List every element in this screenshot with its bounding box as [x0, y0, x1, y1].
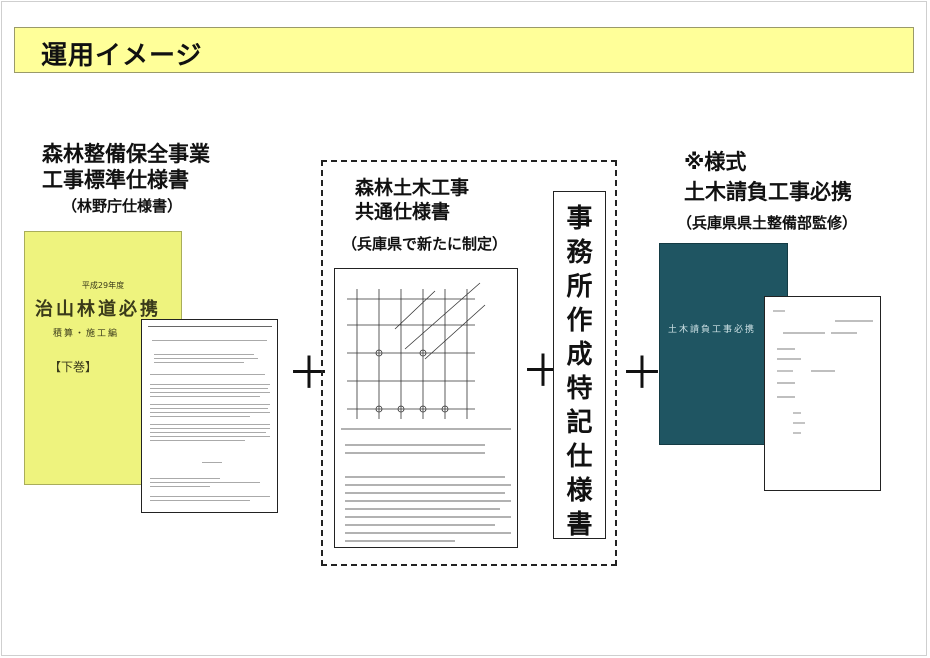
special-char: 仕 [566, 442, 593, 472]
page-line [150, 478, 220, 479]
form-page-right [764, 296, 881, 491]
special-char: 務 [566, 238, 593, 268]
center-heading-line2: 共通仕様書 [355, 201, 451, 223]
page-line [150, 416, 250, 417]
special-char: 成 [566, 340, 593, 370]
page-rule [148, 326, 272, 327]
form-note: ※様式 [684, 150, 747, 174]
left-heading-line1: 森林整備保全事業 [42, 142, 210, 166]
page-line [150, 388, 268, 389]
special-char: 書 [566, 510, 593, 540]
special-char: 様 [566, 476, 593, 506]
page-line [150, 482, 260, 483]
special-char: 事 [566, 204, 593, 234]
plus-sign: ＋ [287, 348, 331, 399]
book-year: 平成29年度 [81, 281, 125, 290]
special-char: 作 [566, 306, 593, 336]
page-title: 運用イメージ [41, 41, 203, 71]
spec-page-center [334, 268, 518, 548]
page-line [150, 428, 270, 429]
page-line [150, 396, 260, 397]
page-line [150, 500, 250, 501]
left-heading-line2: 工事標準仕様書 [42, 168, 189, 192]
page-line [150, 486, 210, 487]
page-line [202, 462, 222, 463]
center-subheading: （兵庫県で新たに制定） [342, 235, 508, 253]
page-line [150, 424, 270, 425]
page-line [154, 362, 244, 363]
dashed-group [321, 160, 617, 566]
page-line [150, 408, 268, 409]
book-title: 治山林道必携 [35, 299, 161, 320]
form-lines [773, 310, 873, 434]
slope-diagram [341, 282, 511, 542]
center-heading-line1: 森林土木工事 [355, 177, 470, 199]
book-subtitle: 積算・施工編 [53, 329, 120, 339]
page-line [150, 496, 270, 497]
page-line [150, 432, 266, 433]
page-line [150, 404, 270, 405]
page-line [152, 340, 267, 341]
book-title: 土木請負工事必携 [668, 325, 757, 335]
right-subheading: （兵庫県県土整備部監修） [677, 214, 858, 232]
special-char: 特 [566, 374, 593, 404]
page-line [150, 392, 270, 393]
book-volume: 【下巻】 [49, 360, 98, 374]
page-line [150, 436, 270, 437]
left-subheading: （林野庁仕様書） [62, 197, 183, 215]
special-spec-box: 事 務 所 作 成 特 記 仕 様 書 [553, 191, 606, 540]
page-line [154, 358, 258, 359]
special-char: 所 [566, 272, 593, 302]
page-line [150, 374, 265, 375]
page-line [150, 412, 270, 413]
right-heading: 土木請負工事必携 [684, 180, 852, 204]
plus-sign: ＋ [620, 348, 664, 399]
page-line [150, 384, 270, 385]
page-line [154, 354, 254, 355]
spec-page-left [141, 319, 278, 513]
page-line [150, 440, 245, 441]
special-char: 記 [566, 408, 593, 438]
title-bar: 運用イメージ [14, 27, 914, 73]
